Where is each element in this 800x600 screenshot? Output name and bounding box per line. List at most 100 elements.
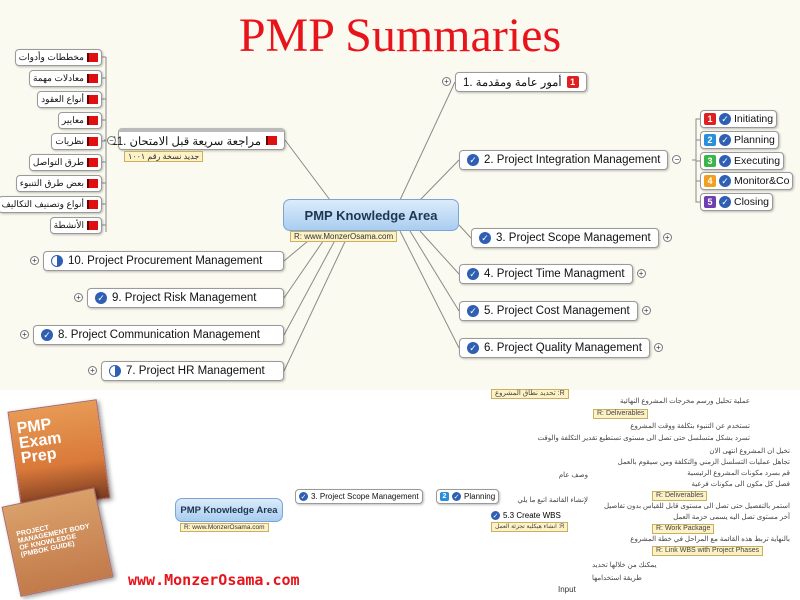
expand-icon[interactable]: + (641, 306, 651, 315)
topic-label: 3. Project Scope Management (496, 232, 651, 244)
wbs-step: تجاهل عمليات التسلسل الزمني والتكلفة ومن… (617, 459, 790, 466)
input-node[interactable]: Input (558, 585, 576, 594)
process-initiating[interactable]: 1✓Initiating (700, 110, 778, 128)
topic-risk-management[interactable]: ✓9. Project Risk Management+ (74, 288, 284, 308)
process-closing[interactable]: 5✓Closing (700, 193, 774, 211)
detail-item[interactable]: يمكنك من خلالها تحديد (592, 562, 657, 569)
topic-hr-management[interactable]: 7. Project HR Management+ (88, 361, 284, 381)
subtopic-label: نظريات (55, 136, 84, 146)
flag-icon (87, 158, 98, 167)
topic-label: 5.3 Create WBS (503, 511, 561, 520)
topic-label: 8. Project Communication Management (58, 329, 260, 341)
expand-icon[interactable]: + (30, 256, 39, 265)
detail-planning-node[interactable]: 2✓Planning (436, 489, 500, 504)
topic-procurement-management[interactable]: 10. Project Procurement Management + (30, 251, 284, 271)
topic-quality-management[interactable]: ✓6. Project Quality Management+ (459, 338, 663, 358)
expand-icon[interactable]: + (636, 269, 646, 278)
check-icon: ✓ (467, 154, 479, 166)
detail-item[interactable]: طريقة استخدامها (592, 575, 642, 582)
wbs-step: آخر مستوى تصل اليه يسمى حزمة العمل (673, 514, 790, 521)
topic-scope-management[interactable]: ✓3. Project Scope Management+ (471, 228, 672, 248)
list-heading[interactable]: لإنشاء القائمة اتبع ما يلي (517, 497, 588, 504)
review-subtopic[interactable]: أنواع وتصنيف التكاليف (0, 196, 102, 213)
subtopic-label: الأنشطة (53, 220, 84, 230)
expand-icon[interactable]: + (653, 343, 663, 352)
flag-icon (87, 179, 98, 188)
check-icon: ✓ (467, 268, 479, 280)
process-planning[interactable]: 2✓Planning (700, 131, 779, 149)
create-wbs-node[interactable]: ✓5.3 Create WBS (491, 511, 561, 520)
subtopic-label: أنواع وتصنيف التكاليف (1, 199, 84, 209)
process-executing[interactable]: 3✓Executing (700, 152, 785, 170)
expand-icon[interactable]: + (20, 330, 29, 339)
topic-label: 4. Project Time Managment (484, 268, 625, 280)
number-3-icon: 3 (704, 155, 716, 167)
subtopic-label: مخططات وأدوات (18, 52, 84, 62)
topic-communication-management[interactable]: ✓ 8. Project Communication Management + (20, 325, 284, 345)
topic-label: 9. Project Risk Management (112, 292, 257, 304)
review-subtopic[interactable]: نظريات (51, 133, 102, 150)
detail-scope-node[interactable]: ✓3. Project Scope Management (295, 489, 423, 504)
number-2-icon: 2 (440, 492, 449, 501)
detail-item: تسرد بشكل متسلسل حتى تصل الى مستوى تستطي… (537, 435, 750, 442)
topic-cost-management[interactable]: ✓ 5. Project Cost Management + (459, 301, 651, 321)
expand-icon[interactable]: + (662, 233, 672, 242)
central-topic[interactable]: PMP Knowledge Area (283, 199, 459, 231)
reference-note: R: Work Package (652, 524, 715, 534)
check-icon: ✓ (299, 492, 308, 501)
scope-note: R: تحديد نطاق المشروع (491, 389, 569, 399)
version-note: جديد نسخة رقم ١٠٠١ (124, 151, 204, 162)
review-subtopic[interactable]: معايير (57, 112, 102, 129)
review-subtopic[interactable]: أنواع العقود (37, 91, 102, 108)
review-subtopic[interactable]: الأنشطة (49, 217, 102, 234)
flag-icon (87, 53, 98, 62)
general-description[interactable]: وصف عام (558, 472, 588, 479)
flag-icon (87, 200, 98, 209)
flag-icon (266, 136, 277, 145)
central-topic-label: PMP Knowledge Area (304, 207, 438, 223)
topic-label: 10. Project Procurement Management (68, 255, 263, 267)
flag-icon (87, 137, 98, 146)
expand-icon[interactable]: + (442, 77, 451, 86)
process-label: Initiating (734, 113, 774, 125)
topic-label: 6. Project Quality Management (484, 342, 642, 354)
expand-icon[interactable]: + (74, 293, 83, 302)
subtopic-label: معادلات مهمة (32, 73, 84, 83)
number-1-icon: 1 (704, 113, 716, 125)
center-note[interactable]: R: www.MonzerOsama.com (290, 231, 398, 242)
wbs-step: تخيل ان المشروع انتهى الان (709, 448, 790, 455)
half-progress-icon (51, 255, 63, 267)
topic-integration-management[interactable]: ✓2. Project Integration Management− (459, 150, 682, 170)
review-subtopic[interactable]: معادلات مهمة (28, 70, 102, 87)
check-icon: ✓ (467, 305, 479, 317)
check-icon: ✓ (719, 196, 731, 208)
review-subtopic[interactable]: طرق التواصل (28, 154, 102, 171)
number-5-icon: 5 (704, 196, 716, 208)
check-icon: ✓ (452, 492, 461, 501)
detail-item: تستخدم عن التنبوء بتكلفة ووقت المشروع (630, 423, 750, 430)
reference-note: R: Deliverables (652, 491, 708, 501)
pmbok-guide-book-cover: PROJECT MANAGEMENT BODY OF KNOWLEDGE (PM… (1, 487, 114, 597)
topic-time-management[interactable]: ✓ 4. Project Time Managment + (459, 264, 646, 284)
review-subtopic[interactable]: بعض طرق التنبوء (15, 175, 102, 192)
check-icon: ✓ (719, 155, 731, 167)
check-icon: ✓ (41, 329, 53, 341)
review-subtopic[interactable]: مخططات وأدوات (14, 49, 102, 66)
topic-quick-review[interactable]: مراجعة سريعة قبل الامتحان .11− (107, 128, 285, 150)
flag-icon (87, 221, 98, 230)
expand-icon[interactable]: + (88, 366, 97, 375)
website-link[interactable]: www.MonzerOsama.com (128, 571, 300, 589)
half-progress-icon (109, 365, 121, 377)
wbs-step: قم بسرد مكونات المشروع الرئيسية (687, 470, 790, 477)
collapse-icon[interactable]: − (107, 135, 116, 145)
topic-label: أمور عامة ومقدمة .1 (463, 77, 562, 89)
flag-icon (87, 95, 98, 104)
wbs-step: بالنهاية تربط هذه القائمة مع المراحل في … (630, 536, 790, 543)
detail-central-topic[interactable]: PMP Knowledge Area (175, 498, 283, 522)
collapse-icon[interactable]: − (672, 155, 682, 164)
topic-label: 5. Project Cost Management (484, 305, 630, 317)
check-icon: ✓ (491, 511, 500, 520)
process-monitoring[interactable]: 4✓Monitor&Co (700, 172, 794, 190)
flag-icon (87, 74, 98, 83)
